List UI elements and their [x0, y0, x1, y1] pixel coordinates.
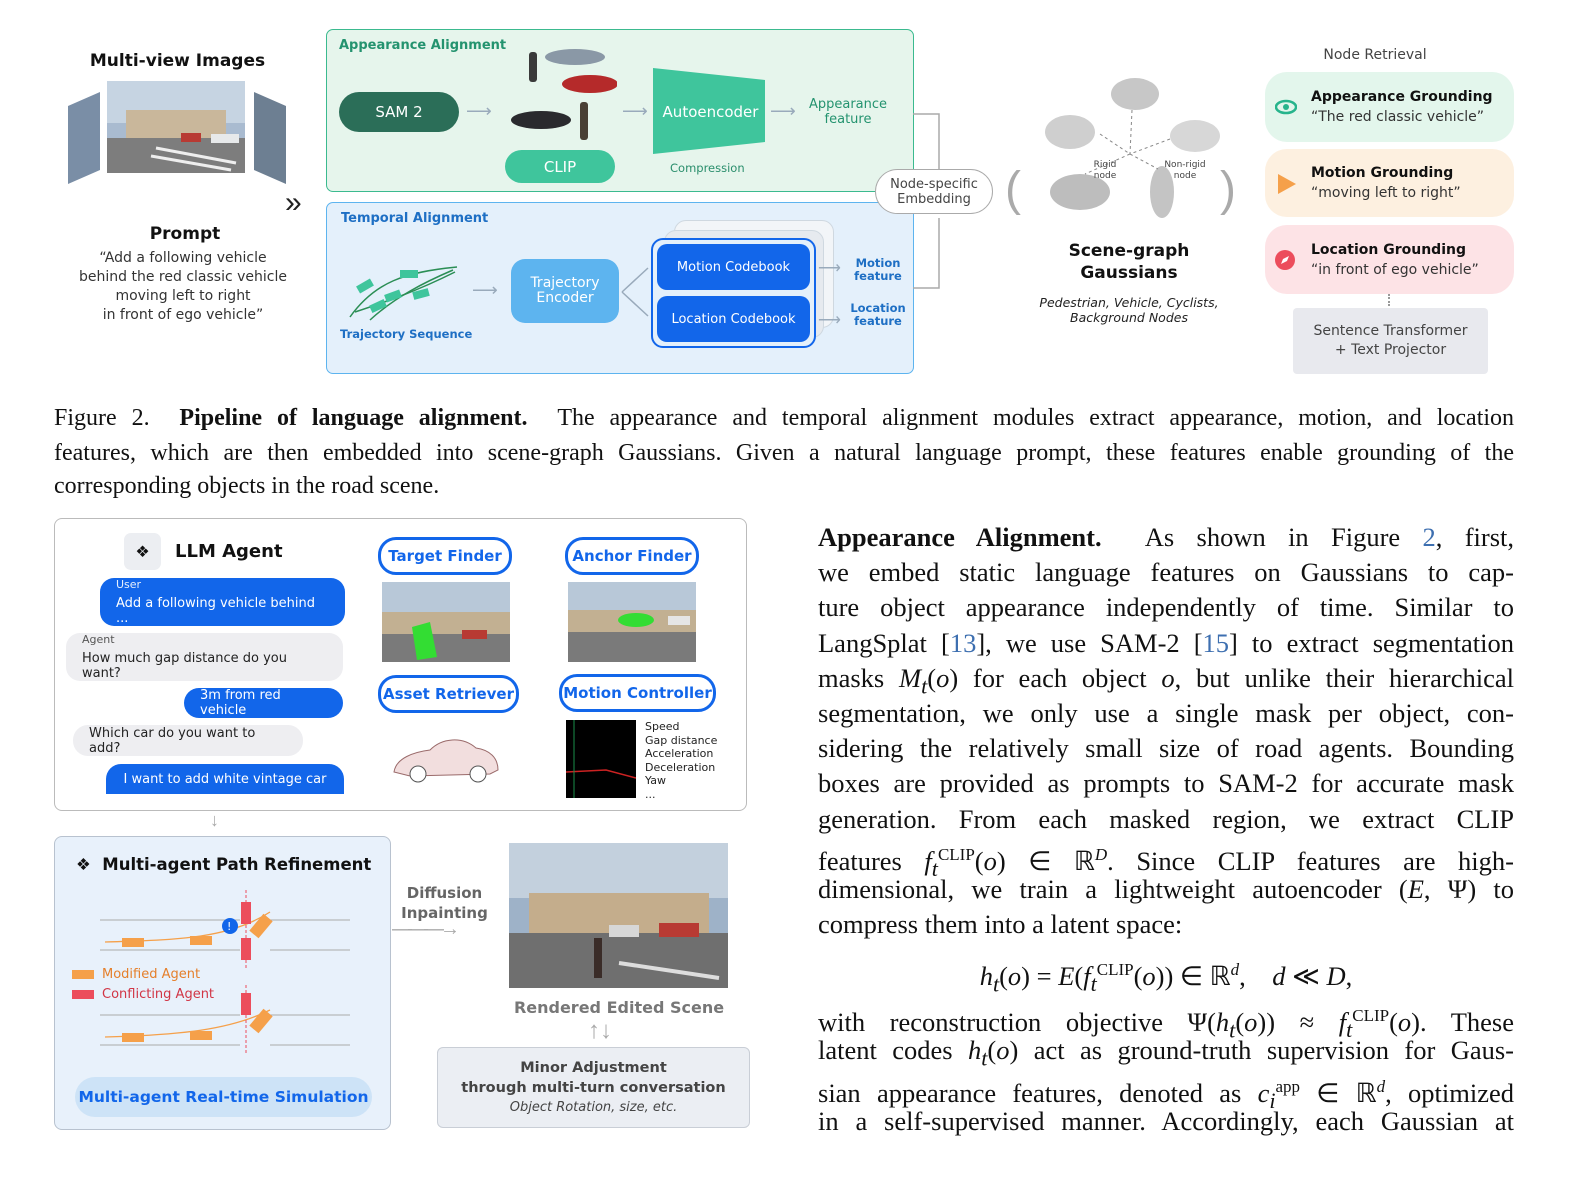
double-chevron-icon: » [285, 186, 302, 219]
branch-arrows [621, 267, 649, 317]
llm-agent-title: LLM Agent [175, 541, 283, 562]
chat-user-message: 3m from red vehicle [184, 688, 343, 718]
simulation-label: Multi-agent Real-time Simulation [75, 1077, 372, 1117]
eye-icon [1275, 99, 1297, 115]
conflicting-agent-swatch [72, 990, 94, 999]
motion-feature-label: Motion feature [854, 256, 902, 283]
node-retrieval-title: Node Retrieval [1323, 47, 1427, 63]
rendered-scene-image [509, 843, 728, 988]
location-grounding: Location Grounding“in front of ego vehic… [1265, 225, 1514, 294]
chat-user-message: User Add a following vehicle behind ... [100, 578, 345, 626]
chat-agent-message: Which car do you want to add? [73, 725, 303, 756]
target-finder-image [382, 582, 510, 662]
svg-text:!: ! [227, 920, 231, 933]
location-feature-label: Location feature [850, 301, 906, 328]
appearance-grounding: Appearance Grounding“The red classic veh… [1265, 72, 1514, 142]
target-finder-tool: Target Finder [378, 537, 512, 575]
location-codebook-box: Location Codebook [657, 296, 810, 342]
rendered-scene-label: Rendered Edited Scene [513, 998, 725, 1017]
clip-box: CLIP [505, 150, 615, 183]
temporal-alignment-title: Temporal Alignment [341, 211, 489, 226]
minor-adjustment-box: Minor Adjustment through multi-turn conv… [437, 1047, 750, 1128]
appearance-alignment-title: Appearance Alignment [339, 38, 507, 53]
modified-agent-label: Modified Agent [102, 967, 201, 982]
scene-graph-subtitle: Pedestrian, Vehicle, Cyclists, Backgroun… [1039, 295, 1219, 325]
arrow-icon: ⟶ [622, 101, 648, 121]
play-icon [1278, 174, 1296, 194]
motion-codebook-box: Motion Codebook [657, 244, 810, 290]
motion-grounding: Motion Grounding“moving left to right” [1265, 149, 1514, 217]
anchor-finder-image [568, 582, 696, 662]
path-refinement-title: ❖ Multi-agent Path Refinement [76, 855, 372, 874]
chat-user-message: I want to add white vintage car [106, 764, 344, 794]
down-arrow-icon: ↓ [210, 810, 219, 830]
asset-car-image [393, 739, 499, 783]
autoencoder-shape [653, 68, 765, 154]
appearance-feature-label: Appearance feature [808, 97, 888, 127]
asset-retriever-tool: Asset Retriever [378, 675, 519, 713]
autoencoder-label: Autoencoder [662, 103, 759, 121]
trajectory-sketch [349, 266, 458, 321]
trajectory-encoder-box: Trajectory Encoder [511, 259, 619, 323]
sparkle-icon: ❖ [76, 855, 91, 874]
arrow-icon: ⟶ [770, 101, 796, 121]
figure-2-caption: Figure 2. Pipeline of language alignment… [54, 405, 1515, 500]
arrow-icon: ⟶ [818, 260, 841, 277]
sam2-box: SAM 2 [339, 92, 459, 132]
modified-agent-swatch [72, 970, 94, 979]
rigid-node-label: Rigid node [1093, 160, 1117, 181]
path-diagram: ! [100, 890, 350, 1055]
object-crops [511, 49, 617, 140]
multiview-images [68, 81, 286, 184]
conflicting-agent-label: Conflicting Agent [102, 987, 215, 1002]
compression-label: Compression [670, 161, 745, 175]
dotted-connector [1388, 294, 1390, 306]
up-down-arrows-icon: ↑↓ [588, 1017, 612, 1044]
motion-parameter-list: Speed Gap distance Acceleration Decelera… [645, 720, 718, 801]
sentence-transformer-box: Sentence Transformer + Text Projector [1293, 308, 1488, 374]
prompt-text: “Add a following vehicle behind the red … [79, 250, 287, 323]
trajectory-sequence-label: Trajectory Sequence [340, 327, 473, 341]
arrow-icon: ⟶ [466, 101, 492, 121]
motion-plot-image [566, 720, 636, 798]
arrow-icon: ⟶ [818, 312, 841, 329]
scene-graph-gaussians [1045, 78, 1220, 218]
motion-controller-tool: Motion Controller [559, 674, 716, 712]
arrow-icon: ⟶ [472, 280, 498, 300]
agent-icon: ❖ [124, 533, 161, 570]
multiview-title: Multi-view Images [89, 51, 266, 71]
chat-agent-message: Agent How much gap distance do you want? [66, 633, 343, 681]
node-embedding-box: Node-specific Embedding [875, 169, 993, 214]
diffusion-inpainting-label: Diffusion Inpainting [401, 884, 488, 922]
body-paragraph: Appearance Alignment. As shown in Figure… [818, 522, 1515, 1136]
compass-icon [1275, 250, 1295, 270]
scene-graph-title: Scene-graph Gaussians [1068, 241, 1190, 283]
left-paren-icon: ( [1005, 163, 1021, 216]
nonrigid-node-label: Non-rigid node [1164, 160, 1206, 181]
right-paren-icon: ) [1220, 163, 1236, 216]
arrow-icon: ———→ [392, 918, 460, 940]
anchor-finder-tool: Anchor Finder [565, 537, 699, 575]
prompt-title: Prompt [149, 224, 221, 244]
bracket-connector [913, 113, 940, 289]
